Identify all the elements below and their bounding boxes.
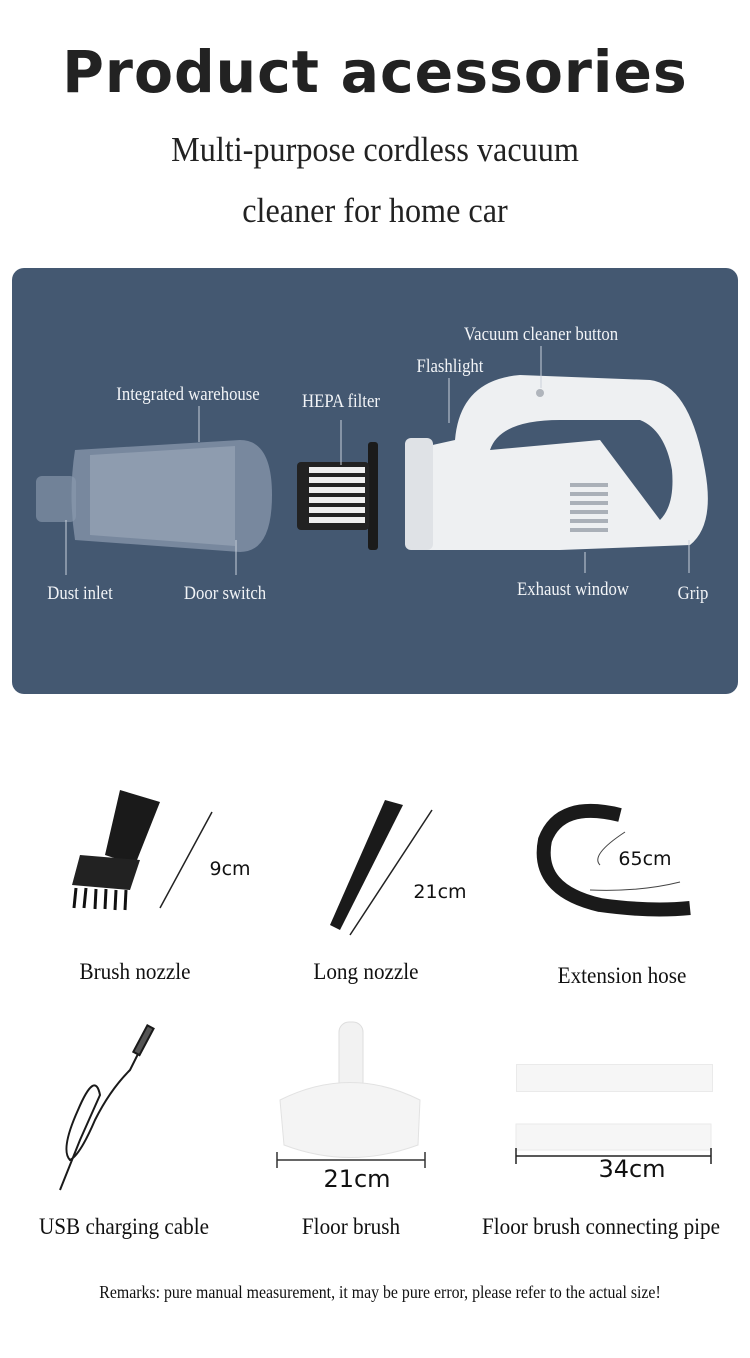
label-grip: Grip [677, 583, 709, 604]
label-exhaust-window: Exhaust window [517, 579, 629, 600]
accessories-illustrations [59, 790, 712, 1191]
subtitle-line-2: cleaner for home car [242, 191, 508, 230]
caption-extension-hose: Extension hose [557, 963, 687, 988]
label-vacuum-cleaner-button: Vacuum cleaner button [463, 324, 619, 345]
label-door-switch: Door switch [183, 583, 267, 604]
caption-usb-charging-cable: USB charging cable [38, 1214, 210, 1239]
caption-floor-brush: Floor brush [301, 1214, 401, 1239]
size-connecting-pipe: 34cm [598, 1155, 666, 1183]
subtitle-line-1: Multi-purpose cordless vacuum [171, 130, 579, 169]
pipe-segment-1 [516, 1064, 713, 1092]
remarks-note: Remarks: pure manual measurement, it may… [99, 1282, 661, 1302]
dust-container-image [36, 440, 272, 552]
caption-long-nozzle: Long nozzle [313, 959, 419, 984]
long-nozzle-image [330, 800, 433, 936]
floor-brush-image [276, 1021, 426, 1168]
usb-cable-image [59, 1023, 155, 1191]
vacuum-body-image [405, 375, 708, 550]
brush-nozzle-image [72, 790, 213, 911]
leader-lines [65, 346, 690, 575]
page-title: Product acessories [62, 38, 688, 106]
extension-hose-image [536, 803, 691, 917]
size-floor-brush: 21cm [323, 1165, 391, 1193]
label-dust-inlet: Dust inlet [47, 583, 113, 604]
caption-brush-nozzle: Brush nozzle [79, 959, 191, 984]
connecting-pipes-image [515, 1123, 712, 1164]
vacuum-exploded-illustration [36, 346, 708, 575]
caption-floor-brush-connecting-pipe: Floor brush connecting pipe [481, 1214, 721, 1239]
label-hepa-filter: HEPA filter [302, 391, 380, 412]
size-brush-nozzle: 9cm [209, 858, 251, 880]
hepa-filter-image [297, 442, 378, 550]
label-flashlight: Flashlight [416, 356, 484, 377]
label-integrated-warehouse: Integrated warehouse [116, 384, 260, 405]
size-extension-hose: 65cm [618, 848, 672, 870]
size-long-nozzle: 21cm [413, 881, 467, 903]
